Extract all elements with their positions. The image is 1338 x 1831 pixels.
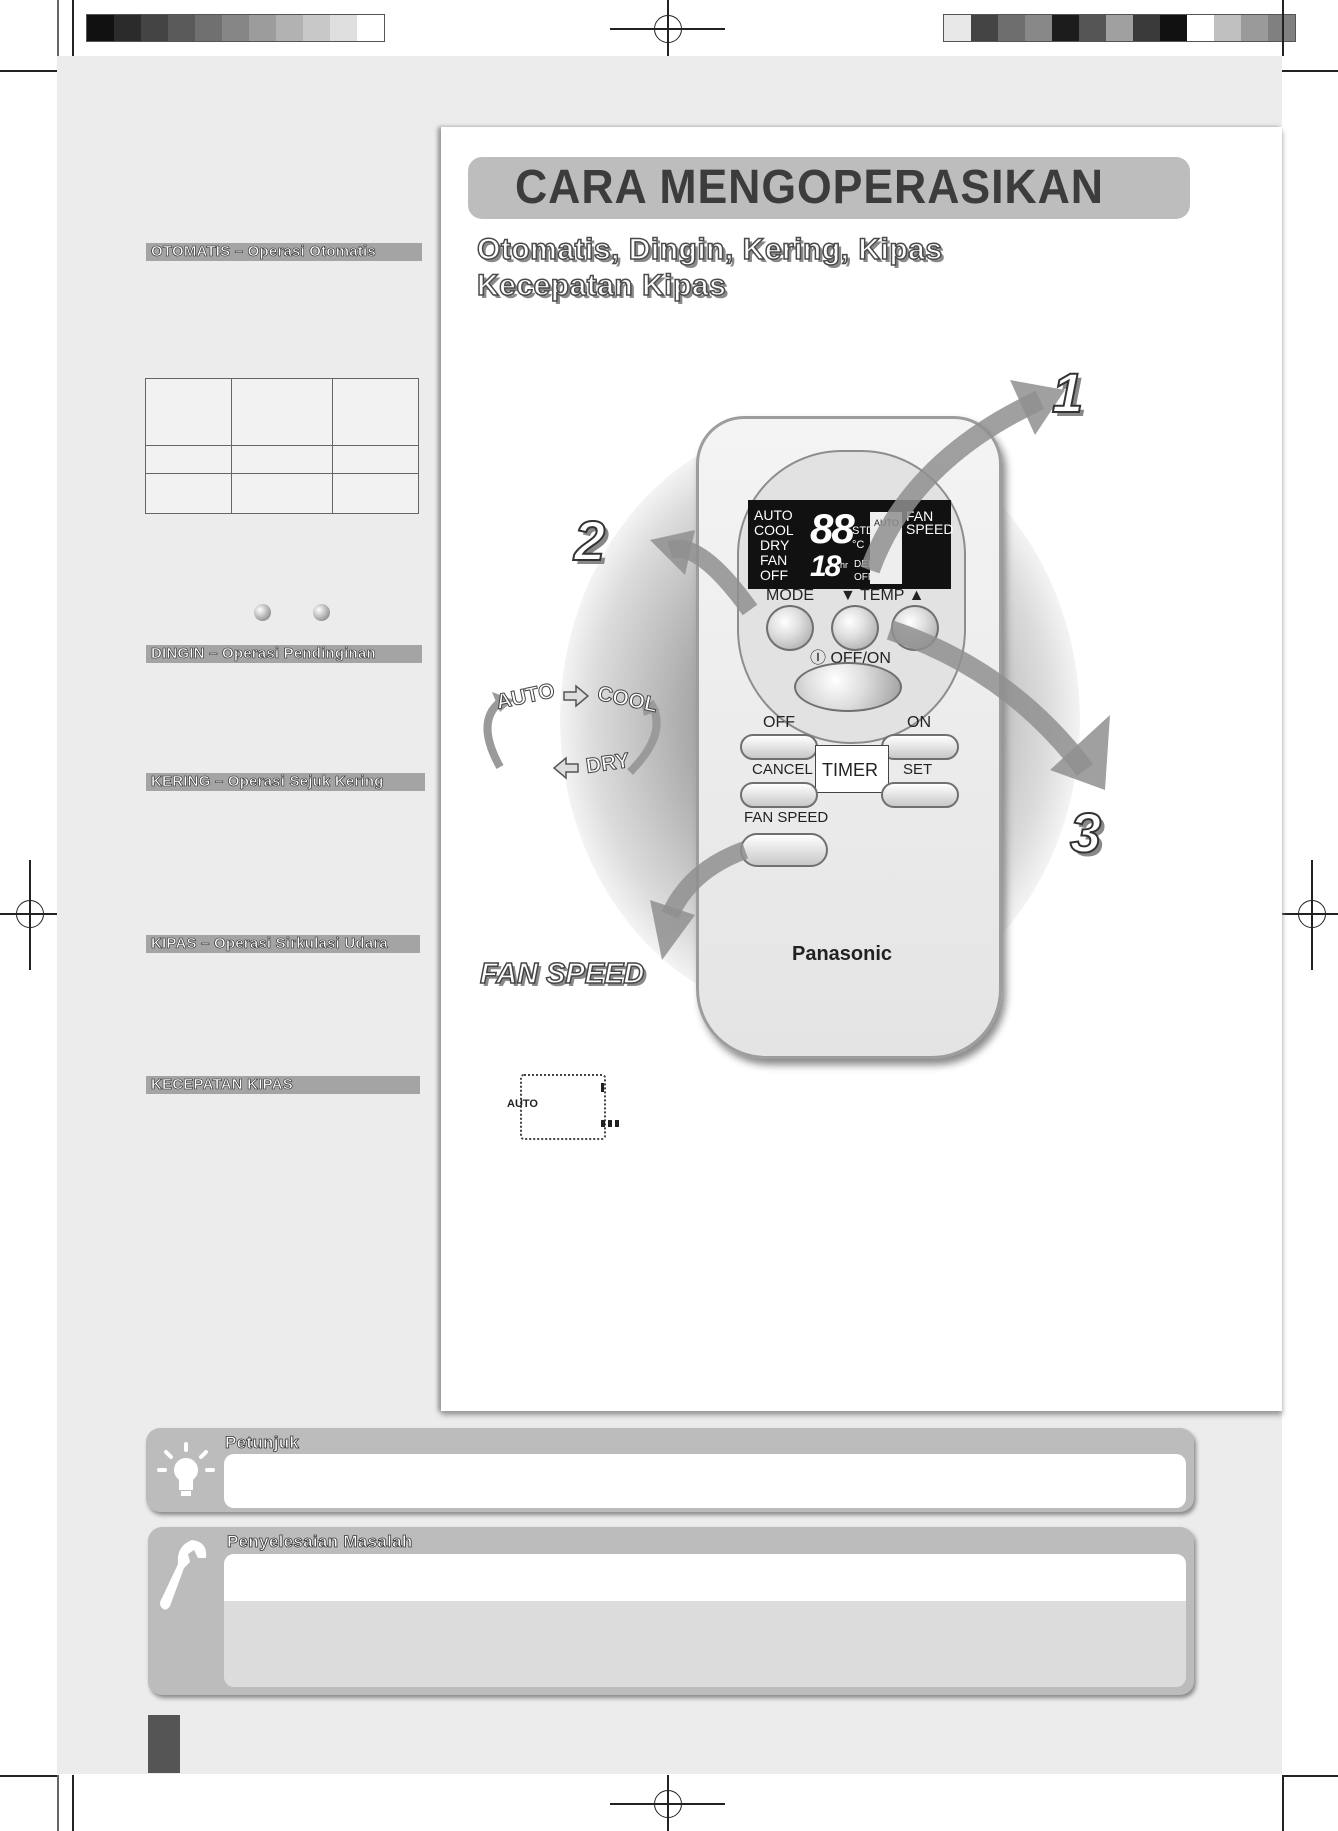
lcd-fan-speed: FAN SPEED: [906, 508, 954, 537]
trim-mark: [1282, 70, 1338, 72]
page-title: CARA MENGOPERASIKAN: [515, 161, 1104, 214]
color-swatch: [114, 15, 141, 41]
indicator-lamp-icon: [254, 604, 271, 621]
timer-cancel-label: CANCEL: [752, 761, 813, 778]
lcd-mode-fan: FAN: [760, 552, 788, 568]
trim-mark: [1282, 1775, 1284, 1831]
color-swatch: [87, 15, 114, 41]
color-swatch: [141, 15, 168, 41]
lcd-std: STD: [852, 525, 874, 537]
timer-off-button[interactable]: [740, 734, 818, 760]
page-subtitle-line2: Kecepatan Kipas: [476, 268, 727, 303]
timer-on-button[interactable]: [881, 734, 959, 760]
trim-mark: [1282, 1775, 1338, 1777]
section-label-kipas: KIPAS – Operasi Sirkulasi Udara: [146, 935, 420, 953]
color-swatch: [1106, 15, 1133, 41]
fan-speed-heading: FAN SPEED: [479, 957, 645, 991]
temp-down-button[interactable]: [831, 605, 879, 651]
color-swatch: [1268, 15, 1295, 41]
remote-lcd-display: AUTO COOL DRY FAN OFF 88 18 STD °C hr DE…: [748, 500, 954, 589]
trim-mark: [72, 0, 74, 56]
color-calibration-bar-left: [86, 14, 385, 42]
trim-mark: [1282, 0, 1284, 56]
section-label-dingin: DINGIN – Operasi Pendinginan: [146, 645, 422, 663]
step-arrows: [650, 380, 1110, 960]
color-calibration-bar-right: [943, 14, 1296, 42]
lcd-mode-cool: COOL: [754, 522, 794, 538]
step-number-2: 2: [573, 508, 606, 573]
trim-mark: [57, 1775, 59, 1831]
power-off-on-button[interactable]: [794, 662, 902, 712]
mode-cycle-diagram: [483, 684, 661, 780]
troubleshooting-title: Penyelesaian Masalah: [227, 1532, 413, 1552]
timer-on-label: ON: [907, 714, 931, 731]
trim-mark: [0, 70, 57, 72]
lightbulb-icon: [157, 1442, 215, 1496]
fan-speed-indicator-box: [520, 1074, 606, 1140]
mode-temperature-table: [145, 378, 419, 514]
lcd-mode-off: OFF: [760, 567, 788, 583]
fan-speed-button[interactable]: [740, 833, 828, 867]
step-number-1: 1: [1051, 360, 1084, 425]
color-swatch: [1025, 15, 1052, 41]
trim-mark: [57, 0, 59, 56]
lcd-hr: hr: [840, 560, 849, 570]
timer-set-button[interactable]: [881, 782, 959, 808]
fan-speed-button-label: FAN SPEED: [744, 809, 829, 826]
lcd-unit: °C: [852, 539, 865, 551]
fan-mode-auto-label: AUTO: [507, 1098, 538, 1110]
registration-mark-bottom: [610, 1775, 730, 1831]
color-swatch: [1079, 15, 1106, 41]
temp-button-label: ▼ TEMP ▲: [840, 587, 925, 604]
trim-mark: [0, 1775, 57, 1777]
color-swatch: [222, 15, 249, 41]
fan-level-bar-icon: [601, 1083, 604, 1092]
color-swatch: [1052, 15, 1079, 41]
step-number-3: 3: [1069, 800, 1102, 865]
page-subtitle-line1: Otomatis, Dingin, Kering, Kipas: [476, 232, 943, 267]
tips-title: Petunjuk: [225, 1433, 300, 1453]
troubleshooting-content: [224, 1554, 1186, 1687]
color-swatch: [168, 15, 195, 41]
color-swatch: [330, 15, 357, 41]
color-swatch: [1160, 15, 1187, 41]
trim-mark: [72, 1775, 74, 1831]
color-swatch: [1133, 15, 1160, 41]
tips-content: [224, 1454, 1186, 1508]
section-label-kecepatan-kipas: KECEPATAN KIPAS: [146, 1076, 420, 1094]
registration-mark-right: [1282, 860, 1338, 970]
color-swatch: [195, 15, 222, 41]
color-swatch: [276, 15, 303, 41]
registration-mark-left: [0, 860, 57, 970]
color-swatch: [1241, 15, 1268, 41]
lcd-temperature-digits: 88: [810, 505, 855, 552]
timer-set-label: SET: [903, 761, 933, 778]
color-swatch: [249, 15, 276, 41]
color-swatch: [971, 15, 998, 41]
color-swatch: [1214, 15, 1241, 41]
mode-button[interactable]: [766, 605, 814, 651]
fan-level-bars-icon: [601, 1120, 621, 1127]
color-swatch: [357, 15, 384, 41]
wrench-icon: [160, 1540, 207, 1610]
lcd-mode-auto: AUTO: [754, 507, 793, 523]
section-label-otomatis: OTOMATIS – Operasi Otomatis: [146, 243, 422, 261]
lcd-mode-dry: DRY: [760, 537, 790, 553]
color-swatch: [1187, 15, 1214, 41]
timer-off-label: OFF: [763, 714, 795, 731]
timer-panel: [815, 745, 889, 793]
section-label-kering: KERING – Operasi Sejuk Kering: [146, 773, 425, 791]
registration-mark-top: [610, 0, 730, 60]
indicator-lamp-icon: [313, 604, 330, 621]
color-swatch: [998, 15, 1025, 41]
color-swatch: [944, 15, 971, 41]
mode-button-label: MODE: [766, 587, 814, 604]
timer-label: TIMER: [822, 760, 878, 780]
title-banner: [468, 157, 1190, 219]
timer-cancel-button[interactable]: [740, 782, 818, 808]
panasonic-logo: Panasonic: [792, 943, 893, 965]
page-number-tab: [148, 1715, 180, 1773]
lcd-timer-digits: 18: [810, 550, 841, 583]
color-swatch: [303, 15, 330, 41]
